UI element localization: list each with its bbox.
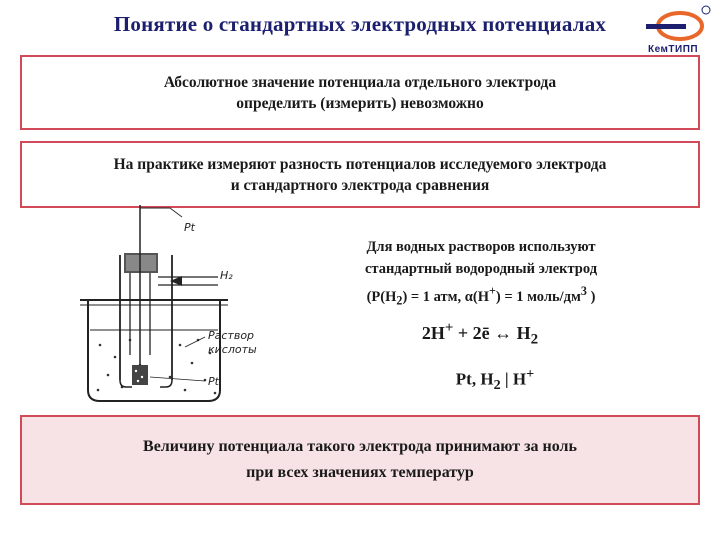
label-pt-top: Pt: [184, 221, 196, 234]
eq-left: 2H: [421, 323, 445, 343]
desc-line3-sup2: 3: [580, 284, 587, 298]
desc-line1: Для водных растворов используют: [366, 239, 596, 255]
box3-line2: при всех значениях температур: [246, 464, 474, 481]
cell-sub: 2: [493, 377, 501, 394]
eq-middle: + 2ē ↔ H: [453, 323, 531, 343]
label-solution-line2: кислоты: [208, 343, 257, 356]
label-h2: H₂: [220, 269, 233, 282]
practice-measurement-box: На практике измеряют разность потенциало…: [20, 141, 700, 208]
zero-potential-box: Величину потенциала такого электрода при…: [20, 415, 700, 505]
desc-line3-sub: 2: [396, 293, 403, 308]
cell-notation: Pt, H2 | H+: [430, 366, 560, 394]
desc-line3-pre: (P(H: [366, 288, 397, 305]
label-pt-bottom: Pt: [208, 375, 220, 388]
box1-line2: определить (измерить) невозможно: [236, 94, 484, 112]
desc-line3-post: ) = 1 моль/дм: [495, 288, 581, 305]
page-title: Понятие о стандартных электродных потенц…: [113, 12, 607, 36]
cell-mid: | H: [500, 369, 527, 389]
logo-text: КемТИПП: [648, 44, 699, 55]
box1-line1: Абсолютное значение потенциала отдельног…: [163, 73, 557, 91]
label-solution-line1: Раствор: [208, 329, 254, 342]
kemtipp-logo-icon: [646, 5, 711, 41]
box2-line1: На практике измеряют разность потенциало…: [113, 155, 607, 173]
desc-line3-sup1: +: [488, 284, 496, 298]
reaction-equation: 2H+ + 2ē ↔ H2: [400, 320, 560, 349]
eq-left-sup: +: [444, 320, 454, 336]
absolute-potential-box: Абсолютное значение потенциала отдельног…: [20, 55, 700, 130]
box2-line2: и стандартного электрода сравнения: [230, 176, 490, 194]
desc-line3: (P(H2) = 1 атм, α(H+) = 1 моль/дм3 ): [328, 280, 634, 312]
eq-right-sub: 2: [530, 331, 539, 348]
cell-pre: Pt, H: [455, 369, 494, 389]
desc-line2: стандартный водородный электрод: [364, 261, 598, 277]
box3-line1: Величину потенциала такого электрода при…: [143, 438, 577, 455]
desc-line3-mid: ) = 1 атм, α(H: [402, 288, 489, 305]
cell-sup: +: [526, 366, 535, 382]
hydrogen-electrode-diagram: Pt H₂ Раствор кислоты Pt: [80, 205, 257, 402]
electrode-description: Для водных растворов используют стандарт…: [328, 236, 634, 312]
desc-line3-end: ): [586, 288, 596, 305]
